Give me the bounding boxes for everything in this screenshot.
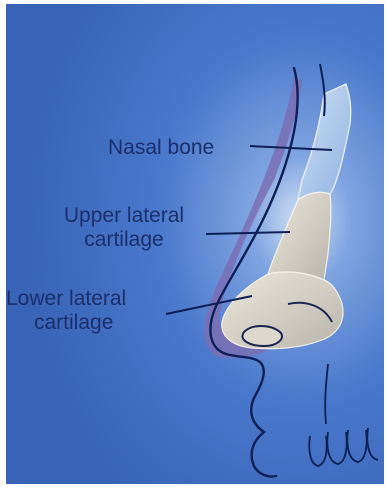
upper-lateral-cartilage-label: Upper lateral cartilage	[44, 204, 204, 252]
nasal-bone-label: Nasal bone	[108, 136, 214, 160]
nasal-bone-label-text: Nasal bone	[108, 136, 214, 160]
nostril-shape	[242, 326, 282, 346]
lower-lateral-cartilage-label-line1: Lower lateral	[6, 287, 176, 311]
lower-lateral-cartilage-label: Lower lateral cartilage	[6, 287, 176, 335]
upper-lateral-cartilage-label-line1: Upper lateral	[44, 204, 204, 228]
lower-lateral-cartilage-label-line2: cartilage	[6, 311, 176, 335]
nasal-anatomy-diagram: Nasal bone Upper lateral cartilage Lower…	[6, 4, 384, 484]
upper-lateral-cartilage-label-line2: cartilage	[44, 228, 204, 252]
